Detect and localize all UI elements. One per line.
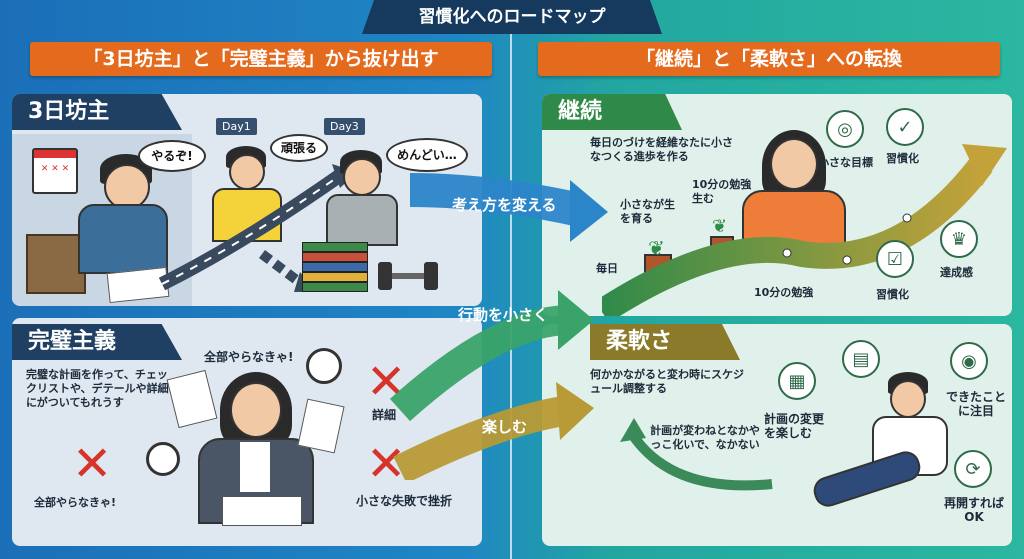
arrow-label-mindset: 考え方を変える (452, 196, 557, 214)
transition-arrows (389, 173, 608, 480)
plant-label-1: 小さなが生を育る (620, 198, 675, 225)
checklist-paper (166, 369, 218, 429)
study-label: 10分の勉強 (754, 286, 814, 299)
x-label-detail: 詳細 (372, 408, 397, 422)
woman-head (230, 382, 282, 438)
curve-text: 計画が変わねとなかやっこ化いで、なかない (650, 424, 760, 451)
shelf (26, 234, 86, 294)
calendar-icon-small: ▤ (842, 340, 880, 378)
keizoku-heading: 継続 (542, 94, 682, 130)
mainichi-label: 毎日 (596, 262, 618, 275)
juunan-description: 何かかながると変わ時にスケジュール調整する (590, 368, 744, 395)
keizoku-description: 毎日のづけを経維なたに小さなつくる進歩を作る (590, 136, 733, 163)
person1-head (104, 164, 150, 210)
desk-paper (222, 496, 302, 526)
left-banner: 「3日坊主」と「完璧主義」から抜け出す (30, 42, 492, 76)
kanpeki-heading: 完璧主義 (12, 324, 182, 360)
calendar-check-icon: ✓ (886, 108, 924, 146)
plant-label-2: 10分の勉強生む (692, 178, 752, 205)
juunan-panel: 柔軟さ 何かかながると変わ時にスケジュール調整する ▦ 計画の変更を楽しむ 計画… (542, 324, 1012, 546)
day1-label: Day1 (216, 118, 257, 135)
dumbbell-icon (378, 262, 438, 290)
detail-paper (297, 398, 345, 454)
center-divider (510, 34, 512, 559)
x-mark-left: ✕ (72, 436, 113, 492)
kanpeki-shout: 全部やらなきゃ! (204, 350, 294, 364)
change-plan-label: 計画の変更を楽しむ (764, 412, 825, 440)
right-banner: 「継続」と「柔軟さ」への転換 (538, 42, 1000, 76)
trophy-icon: ♛ (940, 220, 978, 258)
x-label-failure: 小さな失敗で挫折 (355, 494, 452, 508)
bubble-ganbaru: 頑張る (270, 134, 328, 162)
achieve-label: 達成感 (940, 266, 973, 279)
restart-label: 再開すればOK (943, 496, 1004, 524)
book-stack (302, 240, 368, 300)
goal-label: 小さな目標 (818, 156, 873, 169)
juunan-heading: 柔軟さ (590, 324, 740, 360)
eye-icon: ◉ (950, 342, 988, 380)
smiling-woman-head (770, 138, 818, 190)
calendar-clock-icon: ▦ (778, 362, 816, 400)
arrow-label-small-action: 行動を小さく (458, 306, 549, 324)
restart-icon: ⟳ (954, 450, 992, 488)
focus-label: できたことに注目 (945, 390, 1006, 418)
page-title: 習慣化へのロードマップ (362, 0, 662, 34)
calendar-icon: ✕ ✕ ✕ (32, 148, 78, 194)
habit-label-top: 習慣化 (886, 152, 919, 165)
clipboard-icon: ☑ (876, 240, 914, 278)
arrow-label-enjoy: 楽しむ (482, 418, 528, 436)
day3-label: Day3 (324, 118, 365, 135)
kanpeki-bottom-label: 全部やらなきゃ! (34, 496, 117, 509)
clock-icon-top (306, 348, 342, 384)
target-icon: ◎ (826, 110, 864, 148)
mikka-panel: 3日坊主 ✕ ✕ ✕ やるぞ! Day1 Day3 頑張る めんどい… (12, 94, 482, 306)
man-head (890, 380, 926, 418)
kanpeki-description: 完璧な計画を作って、チェックリストや、デテールや詳細にがついてもれうす (26, 368, 169, 409)
woman-shirt (240, 442, 270, 492)
bubble-mendoi: めんどい… (386, 138, 468, 172)
sprout-icon-1: ❦ (648, 236, 665, 260)
clock-icon-left (146, 442, 180, 476)
flex-curve-arrow (620, 418, 773, 491)
bubble-yaruzo: やるぞ! (138, 140, 206, 172)
path-arrows (158, 164, 357, 292)
habit-label-bottom: 習慣化 (876, 288, 909, 301)
mikka-heading: 3日坊主 (12, 94, 182, 130)
sprout-icon-2: ❦ (712, 216, 728, 237)
keizoku-panel: 継続 毎日のづけを経維なたに小さなつくる進歩を作る 小さなが生を育る 10分の勉… (542, 94, 1012, 316)
person1-body (78, 204, 168, 274)
person3-head (343, 158, 381, 196)
